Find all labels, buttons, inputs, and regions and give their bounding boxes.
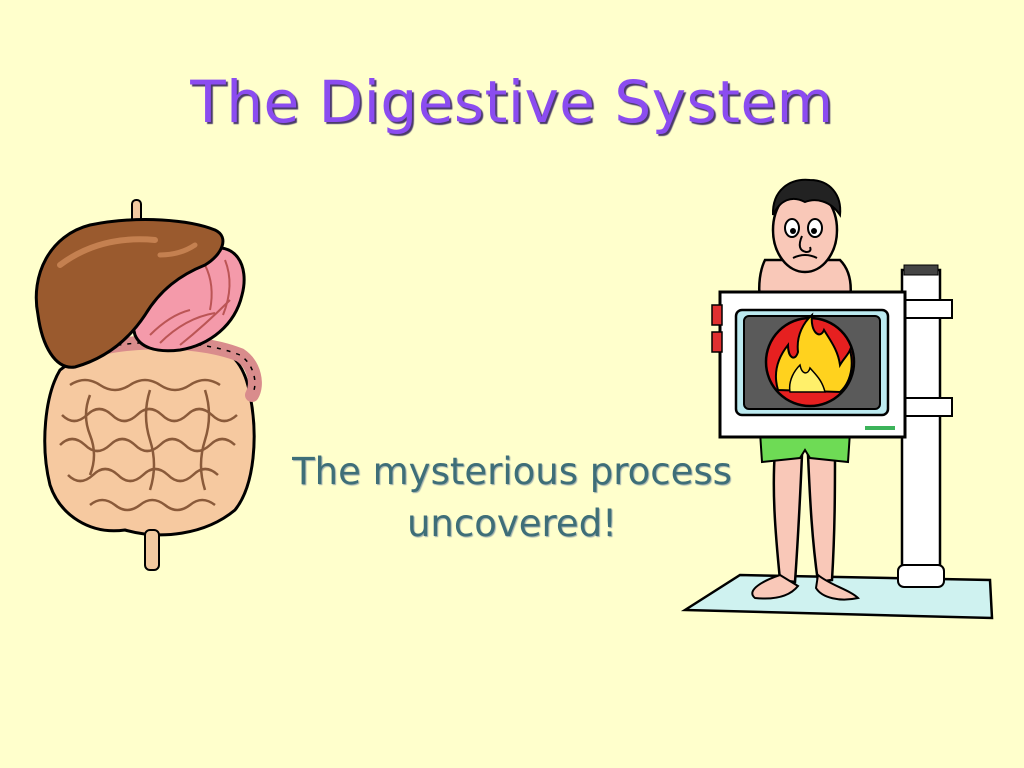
xray-man-illustration xyxy=(680,178,994,620)
slide-title: The Digestive System xyxy=(190,68,834,136)
subtitle-line-2: uncovered! xyxy=(406,502,618,545)
subtitle-line-1: The mysterious process xyxy=(292,450,732,493)
digestive-organs-illustration xyxy=(34,199,262,571)
slide-subtitle: The mysterious process uncovered! xyxy=(262,446,762,550)
